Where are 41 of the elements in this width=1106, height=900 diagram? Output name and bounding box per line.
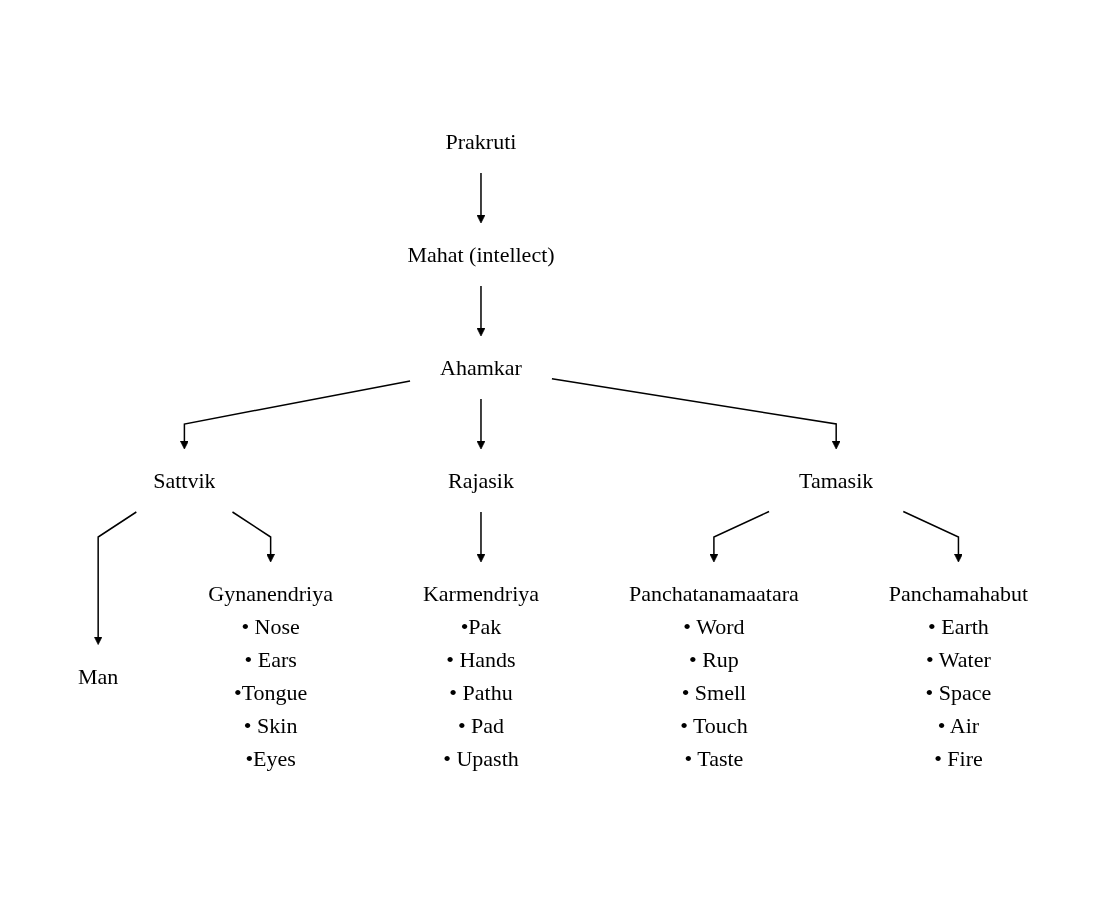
node-text: Man	[77, 663, 119, 689]
node-label: • Rup	[688, 647, 739, 672]
node-label: • Earth	[927, 614, 989, 639]
arrow	[231, 511, 275, 563]
node-label: • Space	[925, 680, 992, 705]
node-text: Ahamkar	[440, 355, 522, 380]
node-label: • Word	[683, 614, 745, 639]
node-text: Mahat (intellect)	[407, 242, 555, 267]
arrow	[709, 510, 770, 563]
node-label: • Nose	[241, 614, 300, 639]
node-label: •Pak	[460, 614, 502, 639]
node-label: • Taste	[684, 746, 744, 771]
node-label: • Water	[926, 647, 991, 672]
node-text: Sattvik	[153, 468, 216, 493]
node-label: • Pad	[457, 713, 505, 738]
node-text: Panchatanamaatara	[628, 581, 799, 606]
node-label: • Touch	[680, 713, 748, 738]
node-label: • Upasth	[443, 746, 519, 771]
node-label: • Smell	[681, 680, 747, 705]
node-text: Panchamahabut	[888, 581, 1029, 606]
node-label: • Skin	[243, 713, 298, 738]
node-label: • Hands	[446, 647, 516, 672]
arrow	[93, 511, 138, 645]
node-label: • Pathu	[449, 680, 513, 705]
node-text: Gynanendriya	[208, 581, 333, 606]
node-text: Karmendriya	[422, 581, 539, 606]
node-label: • Fire	[934, 746, 983, 771]
node-label: •Tongue	[233, 680, 308, 705]
node-text: Tamasik	[799, 468, 874, 493]
arrow	[476, 172, 486, 224]
arrow	[476, 285, 486, 337]
arrow	[902, 510, 963, 563]
node-text: Rajasik	[447, 468, 514, 493]
node-label: • Air	[937, 713, 980, 738]
arrow	[551, 378, 841, 450]
node-label: • Ears	[244, 647, 297, 672]
arrow	[476, 511, 486, 563]
arrow	[476, 398, 486, 450]
node-label: •Eyes	[245, 746, 296, 771]
arrow	[179, 380, 411, 450]
node-text: Prakruti	[445, 129, 517, 154]
